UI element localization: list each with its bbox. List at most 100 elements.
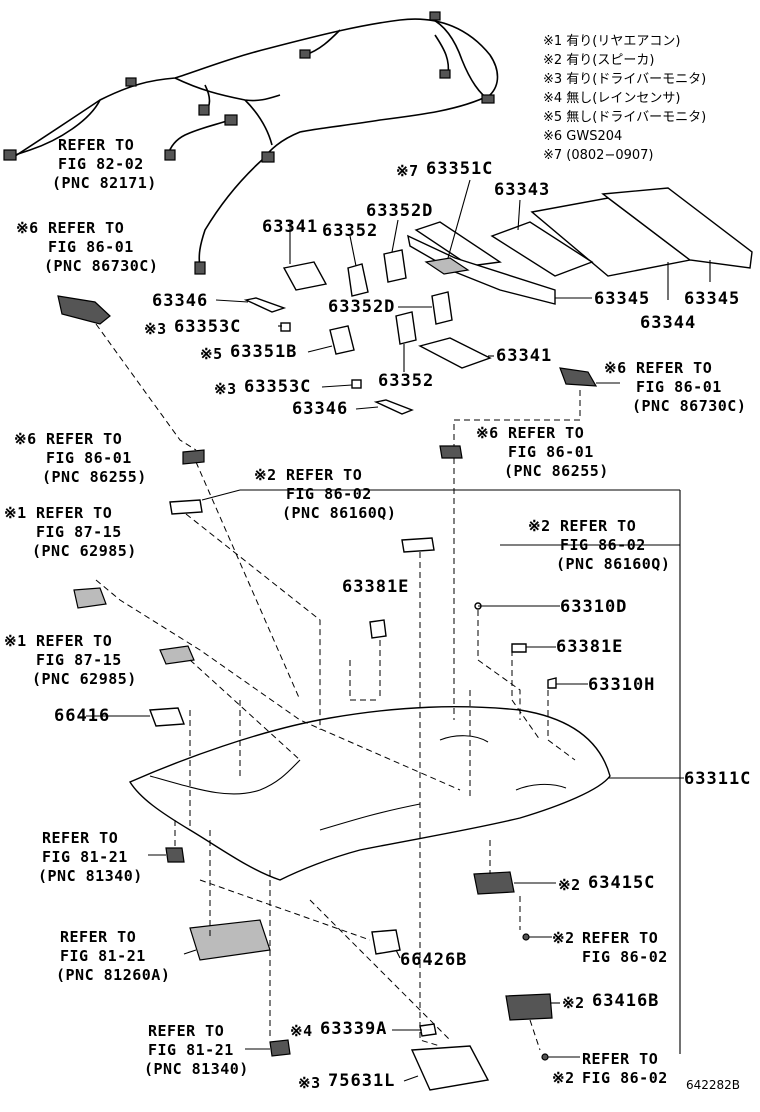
ref-line: REFER TO — [48, 219, 125, 237]
figure-id: 642282B — [686, 1078, 741, 1092]
part-63416b[interactable]: 63416B — [592, 991, 660, 1011]
ref-line: REFER TO — [636, 359, 713, 377]
part-63353c-a[interactable]: 63353C — [174, 317, 242, 337]
ref-line: (PNC 86730C) — [44, 257, 159, 275]
part-63310d[interactable]: 63310D — [560, 597, 628, 617]
part-63346-a[interactable]: 63346 — [152, 291, 209, 311]
part-63343[interactable]: 63343 — [494, 180, 551, 200]
ref-line: FIG 81-21 — [148, 1041, 234, 1059]
ref-line: (PNC 82171) — [52, 174, 157, 192]
ref-line: FIG 81-21 — [60, 947, 146, 965]
ref-line: FIG 87-15 — [36, 523, 122, 541]
ref-line: (PNC 86255) — [504, 462, 609, 480]
ref-line: REFER TO — [36, 504, 113, 522]
ref-line: FIG 86-02 — [582, 948, 668, 966]
note-6: ※6 GWS204 — [543, 129, 623, 144]
part-63344[interactable]: 63344 — [640, 313, 697, 333]
ref-line: (PNC 81340) — [144, 1060, 249, 1078]
note-5: ※5 無し(ドライバーモニタ) — [543, 110, 707, 125]
ref-mark: ※6 — [14, 430, 37, 448]
insulator-pads — [243, 187, 753, 415]
ref-mark: ※2 — [552, 929, 575, 947]
ref-line: (PNC 62985) — [32, 542, 137, 560]
part-63346-b[interactable]: 63346 — [292, 399, 349, 419]
ref-line: (PNC 86160Q) — [282, 504, 397, 522]
ref-line: FIG 86-01 — [46, 449, 132, 467]
ref-line: REFER TO — [60, 928, 137, 946]
ref-line: REFER TO — [46, 430, 123, 448]
part-66426b[interactable]: 66426B — [400, 950, 468, 970]
ref-line: FIG 86-01 — [508, 443, 594, 461]
ref-mark: ※2 — [528, 517, 551, 535]
part-66416[interactable]: 66416 — [54, 706, 111, 726]
note-1: ※1 有り(リヤエアコン) — [543, 34, 681, 49]
part-63352-a[interactable]: 63352 — [322, 221, 379, 241]
part-63341-b[interactable]: 63341 — [496, 346, 553, 366]
leader-lines — [86, 179, 711, 1082]
part-mark: ※3 — [298, 1074, 321, 1092]
part-63381e-b[interactable]: 63381E — [556, 637, 624, 657]
ref-line: (PNC 81340) — [38, 867, 143, 885]
part-75631l[interactable]: 75631L — [328, 1071, 396, 1091]
ref-line: REFER TO — [42, 829, 119, 847]
part-63310h[interactable]: 63310H — [588, 675, 656, 695]
note-4: ※4 無し(レインセンサ) — [543, 91, 681, 106]
roof-headliner — [128, 706, 611, 881]
ref-mark: ※1 — [4, 632, 27, 650]
ref-line: REFER TO — [560, 517, 637, 535]
ref-line: FIG 86-02 — [582, 1069, 668, 1087]
ref-line: FIG 86-01 — [48, 238, 134, 256]
part-mark: ※2 — [558, 876, 581, 894]
ref-line: REFER TO — [286, 466, 363, 484]
ref-line: REFER TO — [148, 1022, 225, 1040]
ref-mark: ※1 — [4, 504, 27, 522]
part-63353c-b[interactable]: 63353C — [244, 377, 312, 397]
ref-line: REFER TO — [36, 632, 113, 650]
part-63352d-b[interactable]: 63352D — [328, 297, 396, 317]
ref-mark: ※6 — [476, 424, 499, 442]
ref-line: (PNC 86255) — [42, 468, 147, 486]
ref-line: FIG 86-02 — [286, 485, 372, 503]
part-63345-b[interactable]: 63345 — [684, 289, 741, 309]
ref-line: FIG 82-02 — [58, 155, 144, 173]
part-63352-b[interactable]: 63352 — [378, 371, 435, 391]
ref-line: FIG 86-02 — [560, 536, 646, 554]
part-63345-a[interactable]: 63345 — [594, 289, 651, 309]
part-63415c[interactable]: 63415C — [588, 873, 656, 893]
part-63351c[interactable]: 63351C — [426, 159, 494, 179]
note-7: ※7 (0802−0907) — [543, 148, 654, 163]
assembly-lines — [95, 323, 581, 1051]
ref-line: REFER TO — [508, 424, 585, 442]
ref-mark: ※6 — [604, 359, 627, 377]
part-mark: ※3 — [214, 380, 237, 398]
ref-line: (PNC 81260A) — [56, 966, 171, 984]
ref-mark: ※2 — [254, 466, 277, 484]
ref-line: REFER TO — [58, 136, 135, 154]
part-63352d-a[interactable]: 63352D — [366, 201, 434, 221]
part-mark: ※2 — [562, 994, 585, 1012]
part-63381e-a[interactable]: 63381E — [342, 577, 410, 597]
roof-wire-harness — [3, 11, 499, 275]
ref-line: (PNC 62985) — [32, 670, 137, 688]
note-2: ※2 有り(スピーカ) — [543, 53, 655, 68]
part-63339a[interactable]: 63339A — [320, 1019, 388, 1039]
part-63351b[interactable]: 63351B — [230, 342, 298, 362]
part-mark: ※3 — [144, 320, 167, 338]
part-63341-a[interactable]: 63341 — [262, 217, 319, 237]
ref-line: REFER TO — [582, 929, 659, 947]
part-63311c[interactable]: 63311C — [684, 769, 752, 789]
part-mark: ※5 — [200, 345, 223, 363]
part-mark: ※4 — [290, 1022, 313, 1040]
ref-line: FIG 87-15 — [36, 651, 122, 669]
ref-line: (PNC 86730C) — [632, 397, 747, 415]
ref-line: (PNC 86160Q) — [556, 555, 671, 573]
ref-line: REFER TO — [582, 1050, 659, 1068]
ref-mark: ※2 — [552, 1069, 575, 1087]
part-mark: ※7 — [396, 162, 419, 180]
note-3: ※3 有り(ドライバーモニタ) — [543, 72, 707, 87]
ref-line: FIG 81-21 — [42, 848, 128, 866]
ref-line: FIG 86-01 — [636, 378, 722, 396]
ref-mark: ※6 — [16, 219, 39, 237]
